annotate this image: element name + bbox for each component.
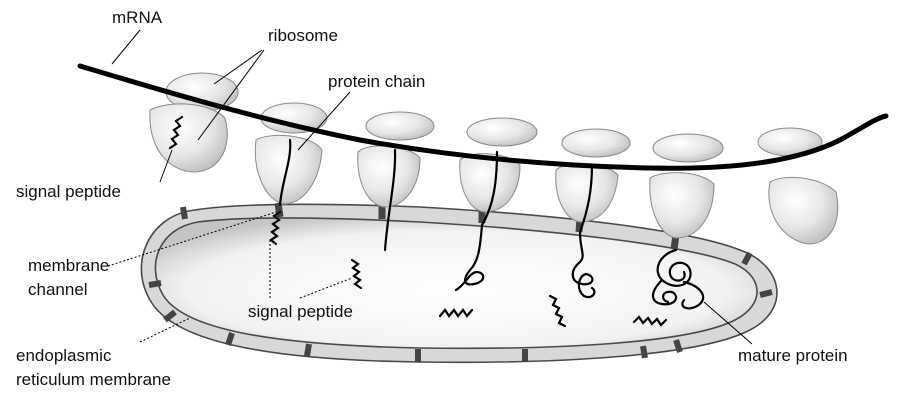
label-signal-peptide-top: signal peptide (16, 182, 121, 202)
label-membrane-channel-line2: channel (28, 280, 88, 300)
label-ribosome: ribosome (268, 26, 338, 46)
label-er-membrane-line1: endoplasmic (16, 346, 111, 366)
ribosome-large-subunit (150, 104, 227, 172)
leader-mrna (112, 30, 140, 64)
leader-ribosome-1 (214, 50, 262, 84)
label-membrane-channel-line1: membrane (28, 256, 109, 276)
label-protein-chain: protein chain (328, 72, 425, 92)
label-mrna: mRNA (112, 8, 162, 28)
label-mature-protein: mature protein (738, 346, 848, 366)
label-er-membrane-line2: reticulum membrane (16, 370, 171, 390)
label-signal-peptide-bottom: signal peptide (248, 302, 353, 322)
